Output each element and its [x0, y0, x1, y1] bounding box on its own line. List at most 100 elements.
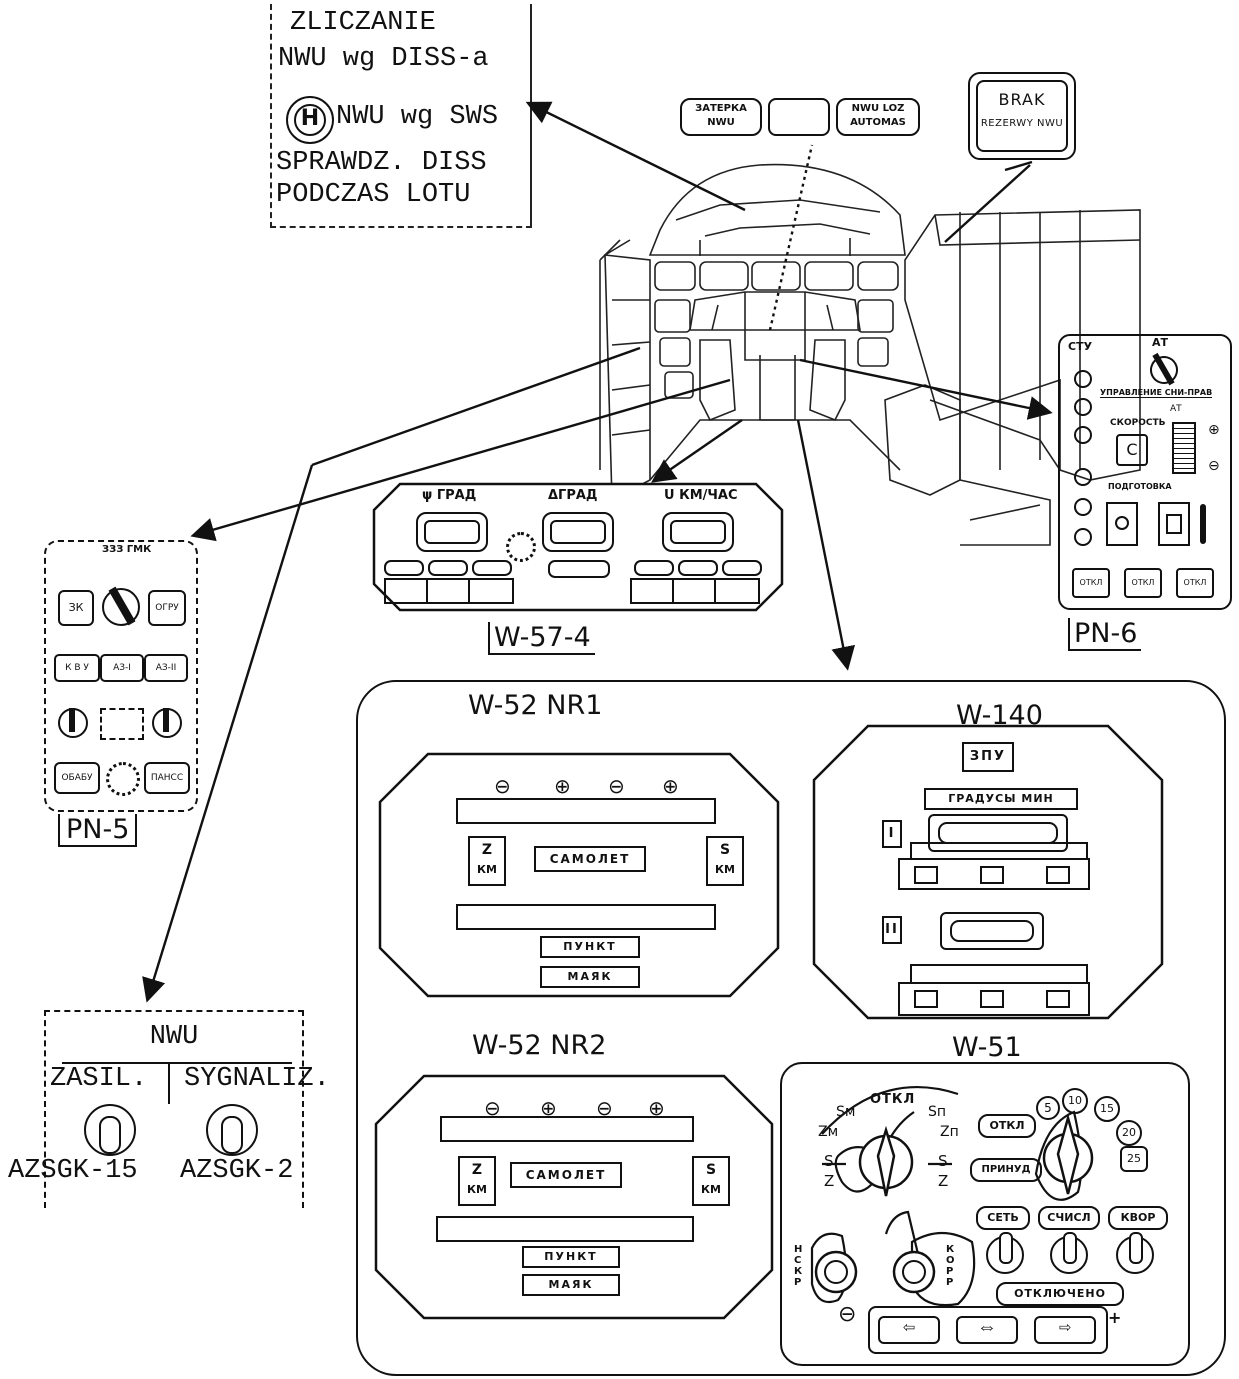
w52-2-z-box: Z КМ [458, 1156, 496, 1206]
pn5-knob-bottom[interactable] [106, 762, 140, 796]
pn6-title-2: АТ [1152, 336, 1168, 349]
w51-arrow-right-button[interactable]: ⇨ [1034, 1316, 1096, 1344]
w52-1-z-unit: КМ [470, 860, 504, 880]
pn5-toggle-right[interactable] [152, 708, 182, 738]
panel-w52-nr1: ⊖ ⊕ ⊖ ⊕ Z КМ САМОЛЕТ S КМ ПУНКТ МАЯК [378, 752, 780, 998]
w51-slew-bank[interactable]: ⇦ ⇔ ⇨ [868, 1306, 1108, 1354]
w51-btn-set[interactable]: СЕТЬ [976, 1206, 1030, 1230]
w52-1-s-box: S КМ [706, 836, 744, 886]
pn5-top-label: ЗЗЗ ГМК [102, 544, 151, 555]
w51-toggle-schisl[interactable] [1050, 1236, 1088, 1274]
w52-1-sym-3: ⊖ [608, 774, 625, 798]
w51-toggle-set[interactable] [986, 1236, 1024, 1274]
w52-1-scale-top [456, 798, 716, 824]
w57-btn-mid[interactable] [548, 560, 610, 578]
panel-w140: ЗПУ ГРАДУСЫ МИН I II [812, 724, 1164, 1020]
panel-w51: ОТКЛ Sм Zм Sп Zп S Z S Z ОТКЛ ПРИНУД 5 1… [780, 1062, 1190, 1366]
pn6-label: PN-6 [1068, 618, 1141, 651]
w51-num-20: 20 [1116, 1120, 1142, 1146]
pn6-toggle[interactable] [1200, 504, 1206, 544]
w57-arrow-bank-right[interactable] [630, 578, 760, 604]
w51-btn-prinud[interactable]: ПРИНУД [970, 1158, 1042, 1182]
w52-2-s: S [694, 1160, 728, 1180]
pn6-btn-otkl-2[interactable]: ОТКЛ [1124, 568, 1162, 598]
w57-disp3-label: U КМ/ЧАС [664, 488, 738, 503]
panel-pn6: СТУ АТ УПРАВЛЕНИЕ СНИ-ПРАВ АТ СКОРОСТЬ С… [1058, 334, 1232, 610]
w52-1-scale-bottom [456, 904, 716, 930]
pn6-btn-otkl-3[interactable]: ОТКЛ [1176, 568, 1214, 598]
pn5-selector[interactable] [102, 588, 140, 626]
w57-label: W-57-4 [488, 622, 595, 655]
w52-1-s-unit: КМ [708, 860, 742, 880]
w52-1-z: Z [470, 840, 504, 860]
w52-1-sym-1: ⊖ [494, 774, 511, 798]
pn5-indicator-center [100, 708, 144, 740]
w57-knob[interactable] [506, 532, 536, 562]
w51-title: W-51 [952, 1032, 1022, 1063]
w51-num-25: 25 [1120, 1146, 1148, 1172]
w140-btns-2[interactable] [898, 982, 1090, 1016]
w51-arrow-both-button[interactable]: ⇔ [956, 1316, 1018, 1344]
pn6-speed-button[interactable]: С [1116, 434, 1148, 466]
w51-btn-kvor[interactable]: КВОР [1108, 1206, 1168, 1230]
pn5-btn-kvu[interactable]: К В У [54, 654, 100, 682]
pn5-btn-zk[interactable]: ЗК [58, 590, 94, 626]
w57-btn-row-left [384, 560, 512, 574]
w51-s-left: S [824, 1152, 834, 1170]
w51-btn-otkl[interactable]: ОТКЛ [978, 1114, 1036, 1138]
w140-display-2 [940, 912, 1044, 950]
w52-1-samolet: САМОЛЕТ [534, 846, 646, 872]
w52-1-btn-punkt[interactable]: ПУНКТ [540, 936, 640, 958]
w52-2-samolet: САМОЛЕТ [510, 1162, 622, 1188]
pn6-title-1: СТУ [1068, 340, 1092, 353]
w51-s-right: S [938, 1152, 948, 1170]
pn6-btn-otkl-1[interactable]: ОТКЛ [1072, 568, 1110, 598]
w57-btn-row-right [634, 560, 762, 574]
w57-display-2 [542, 512, 614, 552]
pn6-prep-label: ПОДГОТОВКА [1108, 482, 1172, 491]
w52-2-btn-mayak[interactable]: МАЯК [522, 1274, 620, 1296]
w52-1-sym-2: ⊕ [554, 774, 571, 798]
w52-1-sym-4: ⊕ [662, 774, 679, 798]
w140-btns-1[interactable] [898, 858, 1090, 890]
w52-1-btn-mayak[interactable]: МАЯК [540, 966, 640, 988]
w51-arrow-left-button[interactable]: ⇦ [878, 1316, 940, 1344]
pn5-btn-obabu[interactable]: ОБАБУ [54, 762, 100, 794]
pn5-btn-az2[interactable]: АЗ-II [144, 654, 188, 682]
w51-btn-schisl[interactable]: СЧИСЛ [1038, 1206, 1100, 1230]
w51-z-left: Z [824, 1172, 834, 1190]
pn6-switch-block-1[interactable] [1106, 502, 1138, 546]
pn5-btn-panss[interactable]: ПАНСС [144, 762, 190, 794]
w51-btn-otklyucheno[interactable]: ОТКЛЮЧЕНО [996, 1282, 1124, 1306]
w52-2-scale-top [440, 1116, 694, 1142]
pn6-switch-block-2[interactable] [1158, 502, 1190, 546]
w140-row-2-label: II [882, 916, 902, 944]
w51-zm: Zм [818, 1124, 838, 1140]
pn6-minus-icon: ⊖ [1208, 458, 1220, 474]
w51-toggle-kvor[interactable] [1116, 1236, 1154, 1274]
w52-2-z: Z [460, 1160, 494, 1180]
toggle-switch-icon-2[interactable] [206, 1104, 258, 1156]
w52-2-s-box: S КМ [692, 1156, 730, 1206]
w57-display-3 [662, 512, 734, 552]
w52-1-z-box: Z КМ [468, 836, 506, 886]
nwu-col2: SYGNALIZ. [184, 1064, 330, 1094]
pn6-speed-label: СКОРОСТЬ [1110, 418, 1165, 428]
w57-disp1-label: ψ ГРАД [422, 488, 476, 503]
pn5-btn-ogru[interactable]: ОГРУ [148, 590, 186, 626]
w51-minus-icon: ⊖ [838, 1302, 856, 1327]
w140-btn-zpu[interactable]: ЗПУ [962, 742, 1014, 772]
w51-num-10: 10 [1062, 1088, 1088, 1114]
w57-arrow-bank-left[interactable] [384, 578, 514, 604]
pn6-lamp-column [1068, 358, 1098, 548]
w52-2-scale-bottom [436, 1216, 694, 1242]
pn6-selector-knob[interactable] [1145, 351, 1183, 389]
nwu-sw1-label: AZSGK-15 [8, 1156, 138, 1186]
w52-1-s: S [708, 840, 742, 860]
pn5-btn-az1[interactable]: АЗ-I [100, 654, 144, 682]
w57-disp2-label: ΔГРАД [548, 488, 598, 503]
pn5-toggle-left[interactable] [58, 708, 88, 738]
toggle-switch-icon-1[interactable] [84, 1104, 136, 1156]
w52-2-btn-punkt[interactable]: ПУНКТ [522, 1246, 620, 1268]
w140-scale-label: ГРАДУСЫ МИН [924, 788, 1078, 810]
